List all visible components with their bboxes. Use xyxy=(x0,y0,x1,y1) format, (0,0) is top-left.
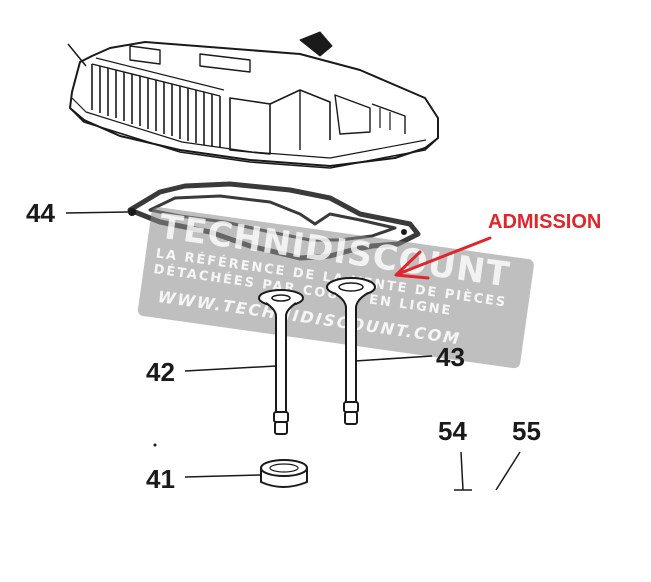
label-44: 44 xyxy=(26,198,55,228)
leader-55 xyxy=(495,451,521,491)
label-42: 42 xyxy=(146,357,175,387)
valve-43 xyxy=(326,277,376,425)
label-55: 55 xyxy=(512,416,541,446)
cylinder-head-cover xyxy=(67,31,439,169)
admission-label: ADMISSION xyxy=(488,211,601,233)
label-54: 54 xyxy=(438,416,467,446)
valve-42 xyxy=(258,289,304,435)
leader-44 xyxy=(65,211,129,214)
leader-54 xyxy=(460,451,464,491)
admission-annotation: ADMISSION xyxy=(394,211,601,280)
valve-seat-41 xyxy=(260,459,308,488)
admission-arrow xyxy=(394,236,492,280)
label-43: 43 xyxy=(436,342,465,372)
leader-42 xyxy=(184,365,277,372)
stray-dot xyxy=(153,443,157,447)
label-41: 41 xyxy=(146,464,175,494)
leader-43 xyxy=(354,355,433,362)
leader-41 xyxy=(184,474,261,478)
